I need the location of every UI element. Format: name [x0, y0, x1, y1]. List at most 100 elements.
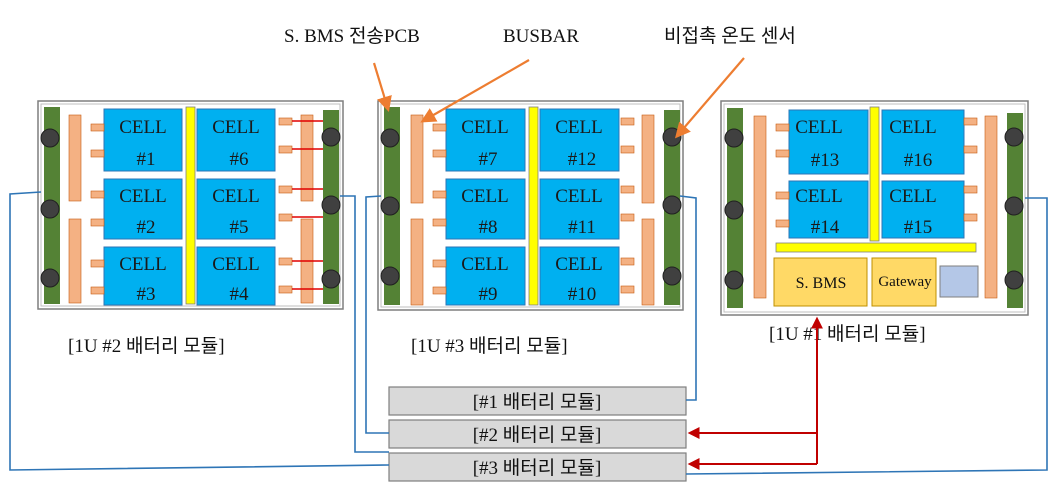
cell-name: CELL	[119, 186, 167, 207]
line-module-1u2-left	[9, 191, 390, 471]
bottom-box-label: [#2 배터리 모듈]	[473, 424, 602, 446]
connectors	[40, 127, 341, 289]
cell-name: CELL	[555, 254, 603, 275]
sbms-pcb-arrow	[372, 62, 392, 112]
cell-number: #14	[811, 217, 840, 238]
cell-10: CELL #10	[539, 246, 620, 306]
cell-11: CELL #11	[539, 178, 620, 240]
cell-4: CELL #4	[196, 246, 276, 306]
line-module-1u1-right	[685, 197, 1048, 475]
module-inner-frame	[723, 103, 1026, 313]
cell-8: CELL #8	[445, 178, 526, 240]
gateway-board: Gateway	[871, 257, 937, 307]
cell-number: #5	[230, 217, 249, 238]
cell-name: CELL	[795, 117, 843, 138]
cell-number: #7	[479, 149, 498, 170]
sbms-pcb-label: S. BMS 전송PCB	[284, 25, 420, 47]
cell-number: #6	[230, 149, 249, 170]
sensor-wires	[292, 120, 323, 290]
cell-9: CELL #9	[445, 246, 526, 306]
connection-lines	[9, 191, 1048, 475]
module-caption: [1U #1 배터리 모듈]	[769, 323, 926, 345]
temp-sensor-arrow	[674, 57, 745, 139]
pcb-strip	[68, 114, 82, 202]
cell-3: CELL #3	[103, 246, 183, 306]
busbar	[185, 106, 196, 305]
busbar	[869, 106, 880, 242]
cell-number: #15	[904, 217, 933, 238]
module-component-box	[939, 265, 979, 298]
cell-name: CELL	[461, 254, 509, 275]
module-1u-1: CELL #13 CELL #16 CELL #14 CELL #15 S. B…	[720, 100, 1029, 345]
pcb-strip	[300, 114, 314, 202]
cell-name: CELL	[119, 254, 167, 275]
cell-2: CELL #2	[103, 178, 183, 240]
cell-name: CELL	[889, 186, 937, 207]
bottom-box-label: [#3 배터리 모듈]	[473, 457, 602, 479]
busbar-arrow	[420, 59, 530, 123]
cell-number: #3	[137, 284, 156, 305]
pcb-strip	[410, 218, 424, 306]
module-caption: [1U #2 배터리 모듈]	[68, 335, 225, 357]
bottom-box-1: [#1 배터리 모듈]	[388, 386, 687, 416]
busbar-horizontal	[775, 242, 977, 253]
module-1u-2: CELL #1 CELL #6 CELL #2 CELL #5 CELL #3 …	[37, 100, 344, 357]
pcb-strip	[753, 115, 767, 299]
cell-15: CELL #15	[881, 180, 965, 239]
cell-name: CELL	[119, 117, 167, 138]
cell-5: CELL #5	[196, 178, 276, 240]
cell-number: #10	[568, 284, 597, 305]
pcb-strip	[984, 115, 998, 299]
line-module-1u3-left	[365, 195, 389, 434]
module-1u-3: CELL #7 CELL #12 CELL #8 CELL #11 CELL #…	[377, 100, 684, 357]
cell-1: CELL #1	[103, 108, 183, 172]
pcb-strip	[410, 114, 424, 204]
cell-16: CELL #16	[881, 109, 965, 175]
cell-number: #11	[568, 217, 596, 238]
cell-name: CELL	[212, 254, 260, 275]
cell-number: #4	[230, 284, 250, 305]
cell-name: CELL	[212, 186, 260, 207]
cell-number: #13	[811, 150, 840, 171]
pcb-strip	[68, 218, 82, 304]
line-module-1u3-right	[679, 195, 697, 401]
bottom-box-label: [#1 배터리 모듈]	[473, 391, 602, 413]
pcb-strip	[641, 218, 655, 306]
gateway-label: Gateway	[878, 274, 932, 290]
cell-number: #12	[568, 149, 597, 170]
sbms-label: S. BMS	[796, 275, 847, 292]
cell-14: CELL #14	[788, 180, 869, 239]
cell-number: #2	[137, 217, 156, 238]
cell-name: CELL	[212, 117, 260, 138]
busbar-label: BUSBAR	[503, 26, 579, 47]
cell-name: CELL	[795, 186, 843, 207]
cell-name: CELL	[555, 186, 603, 207]
pcb-strip	[641, 114, 655, 204]
cell-name: CELL	[461, 117, 509, 138]
cell-name: CELL	[555, 117, 603, 138]
busbar	[528, 106, 539, 306]
bottom-box-2: [#2 배터리 모듈]	[388, 419, 687, 449]
cell-number: #8	[479, 217, 498, 238]
sbms-board: S. BMS	[773, 257, 868, 307]
connectors	[380, 127, 682, 286]
cell-number: #16	[904, 150, 933, 171]
bottom-box-3: [#3 배터리 모듈]	[388, 452, 687, 482]
cell-tabs	[432, 117, 635, 295]
cell-name: CELL	[889, 117, 937, 138]
module-caption: [1U #3 배터리 모듈]	[411, 335, 568, 357]
sbms-arrows	[687, 316, 823, 470]
line-module-1u2-right	[340, 195, 389, 453]
temp-sensor-label: 비접촉 온도 센서	[664, 25, 796, 47]
cell-tabs	[775, 117, 978, 228]
cell-number: #9	[479, 284, 498, 305]
cell-6: CELL #6	[196, 108, 276, 172]
cell-7: CELL #7	[445, 108, 526, 172]
cell-tabs	[90, 117, 293, 295]
cell-12: CELL #12	[539, 108, 620, 172]
cell-name: CELL	[461, 186, 509, 207]
cell-number: #1	[137, 149, 156, 170]
connectors	[724, 127, 1024, 290]
